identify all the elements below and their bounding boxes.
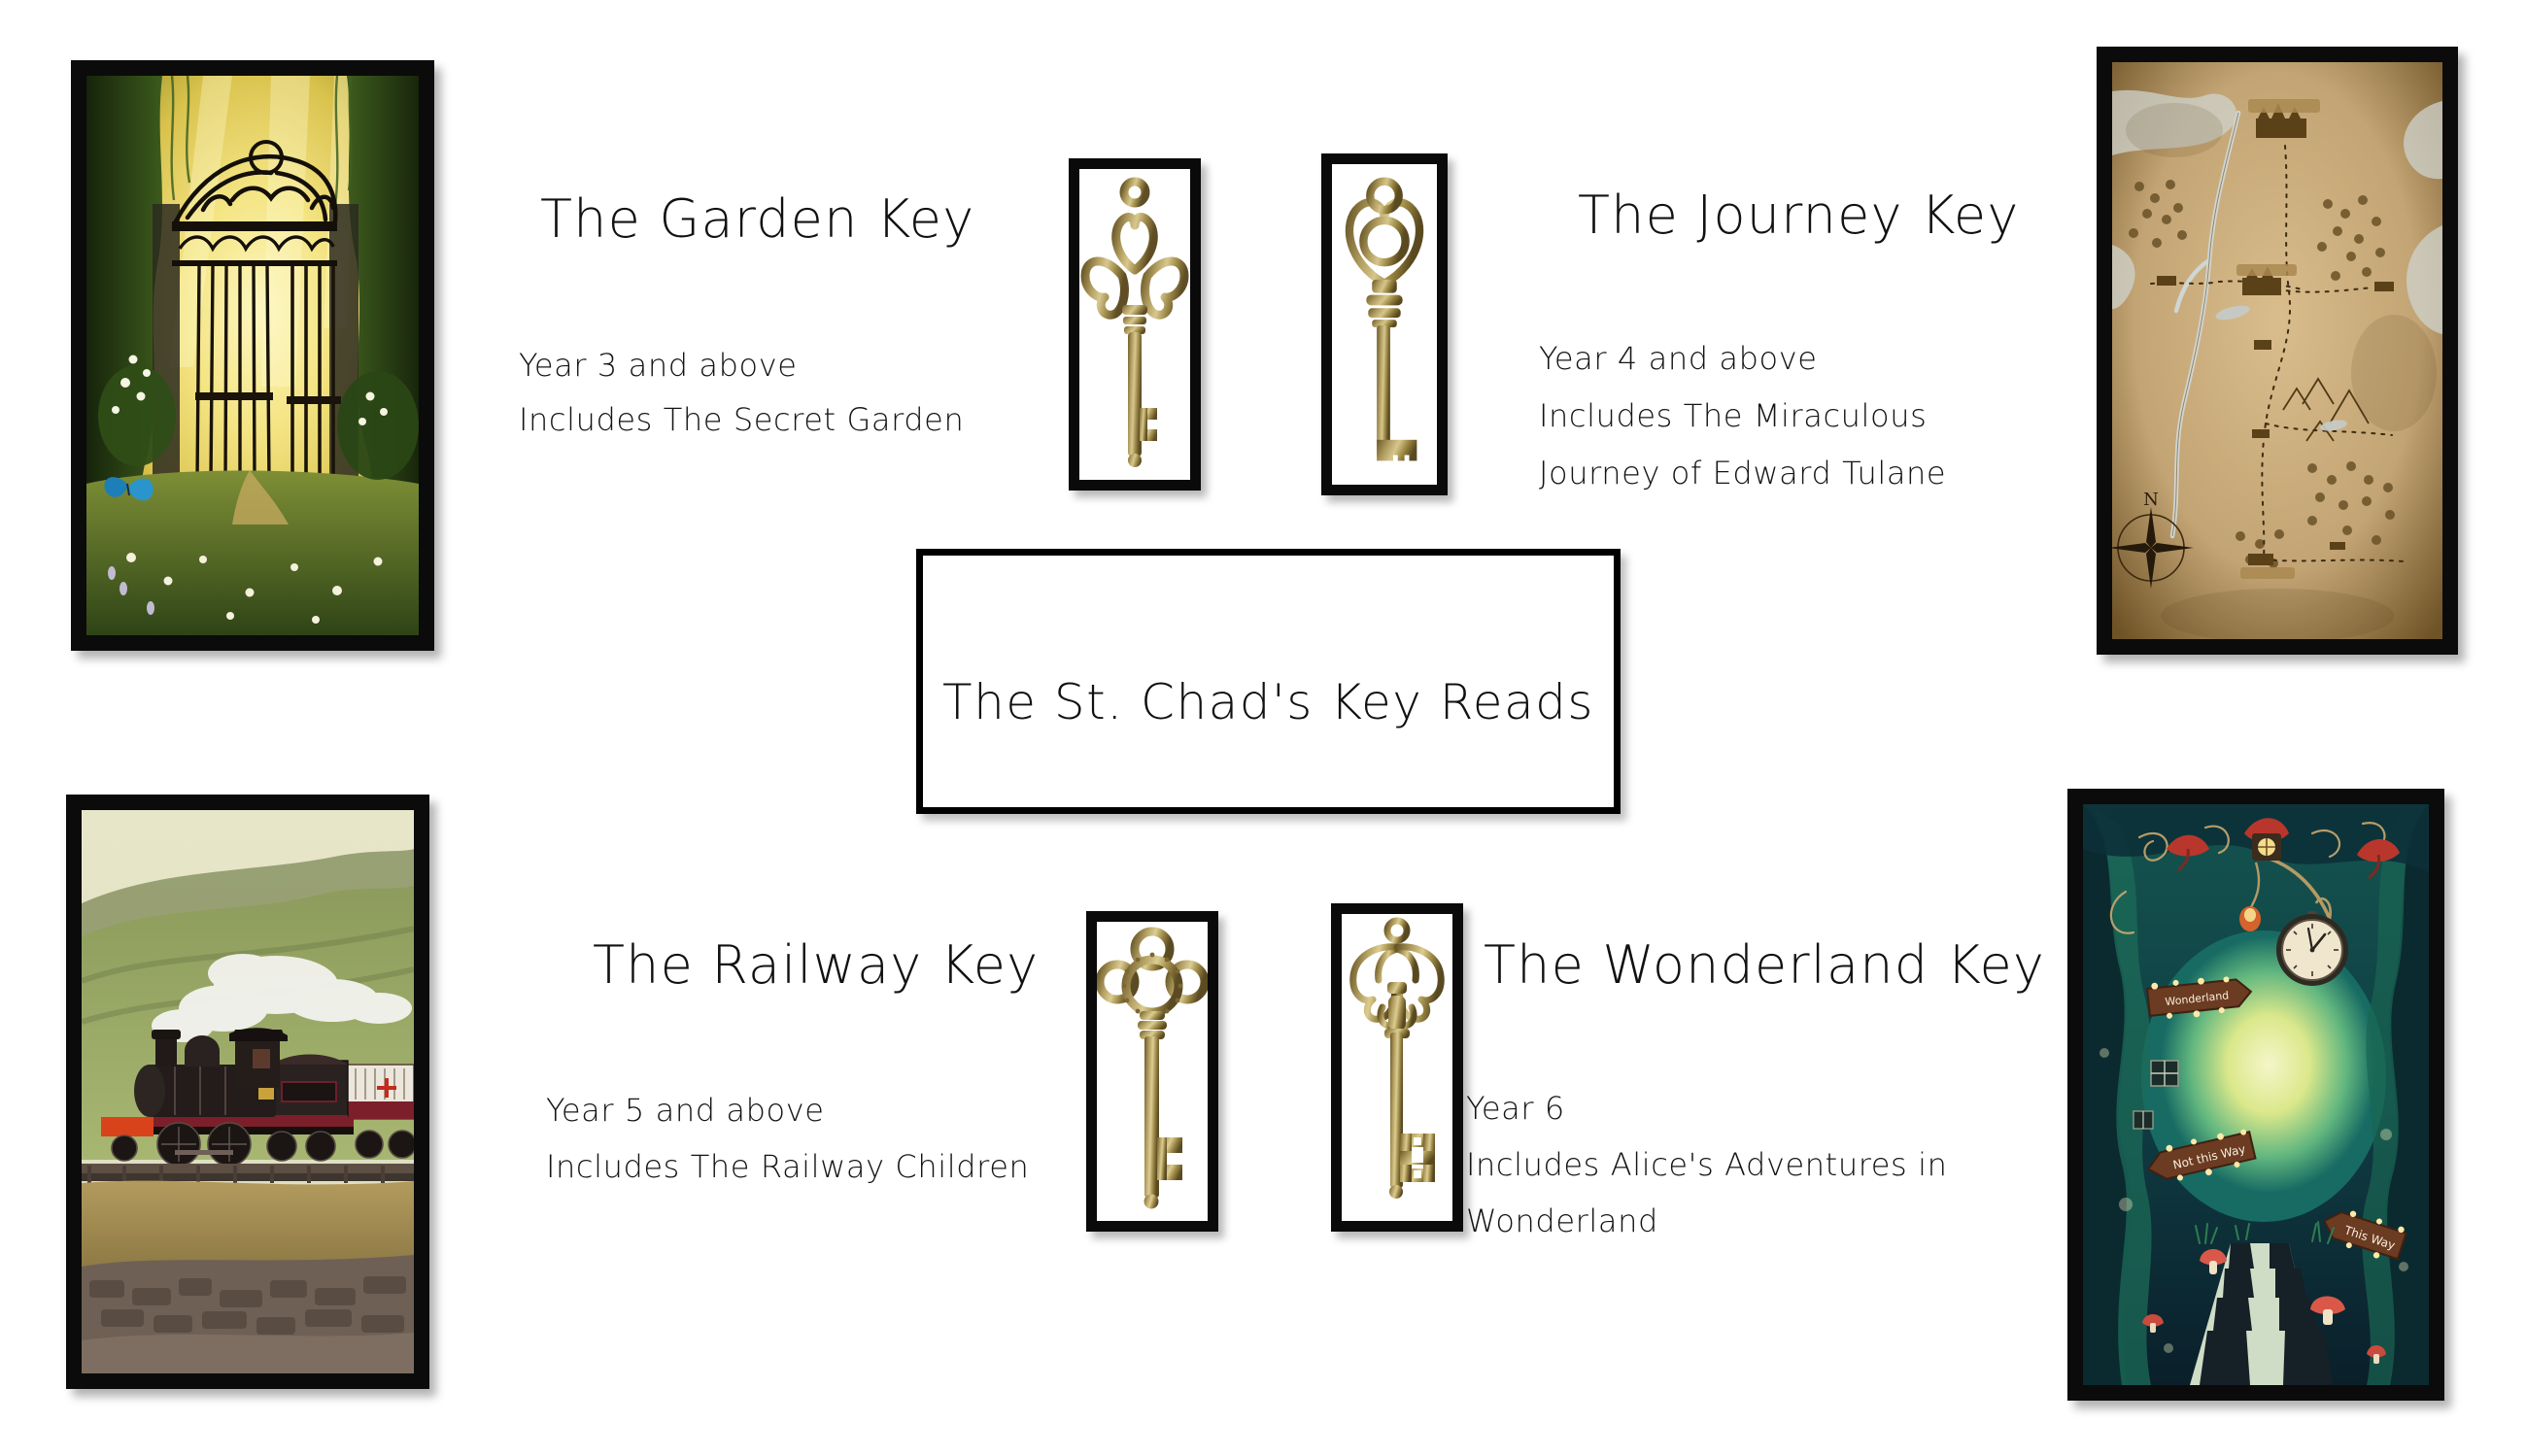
tree-house-icon: [2244, 818, 2289, 861]
wonderland-key-title: The Wonderland Key: [1484, 934, 2046, 996]
garden-key-year: Year 3 and above: [519, 347, 798, 384]
antique-trefoil-heart-key-icon: [1080, 177, 1189, 467]
toadstool-icons: [2142, 1249, 2386, 1364]
compass-north-label: N: [2143, 490, 2159, 510]
trunk-windows: [2133, 1060, 2179, 1130]
garden-key-frame: [1069, 158, 1201, 491]
journey-key-frame: [1321, 153, 1448, 495]
picture-mat: [86, 76, 419, 635]
antique-heart-bow-key-icon: [1345, 177, 1424, 462]
garden-key-details: Year 3 and above Includes The Secret Gar…: [519, 338, 964, 447]
key-mat: [1097, 922, 1208, 1221]
antique-ornate-fleur-key-icon: [1349, 917, 1445, 1199]
wonderland-key-year: Year 6: [1466, 1090, 1565, 1127]
secret-garden-gate-art: [86, 76, 419, 635]
pocket-watch-icon: [2276, 911, 2348, 986]
wonderland-forest-frame: Wonderland Not this Way: [2067, 789, 2444, 1401]
signpost-this-way: This Way: [2323, 1210, 2407, 1261]
wonderland-key-frame: [1331, 903, 1463, 1232]
railway-key-details: Year 5 and above Includes The Railway Ch…: [546, 1082, 1029, 1195]
railway-key-frame: [1086, 911, 1218, 1232]
compass-rose-icon: N: [2112, 490, 2194, 589]
key-mat: [1342, 914, 1452, 1221]
picture-mat: Wonderland Not this Way: [2083, 804, 2429, 1385]
garden-key-title: The Garden Key: [540, 188, 975, 250]
butterfly-icon: [104, 477, 154, 501]
railway-key-title: The Railway Key: [593, 934, 1040, 996]
journey-key-title: The Journey Key: [1578, 185, 2020, 246]
journey-key-book-line1: Includes The Miraculous: [1539, 397, 1928, 434]
garden-key-book: Includes The Secret Garden: [519, 401, 965, 438]
key-mat: [1079, 169, 1190, 480]
key-mat: [1332, 164, 1437, 485]
railway-key-book: Includes The Railway Children: [546, 1148, 1030, 1185]
fantasy-treasure-map-frame: N: [2097, 47, 2458, 655]
steam-locomotive-frame: [66, 795, 429, 1389]
signpost-not-this-way: Not this Way: [2146, 1129, 2257, 1181]
secret-garden-gate-frame: [71, 60, 434, 651]
center-banner: The St. Chad's Key Reads: [916, 549, 1621, 814]
journey-key-details: Year 4 and above Includes The Miraculous…: [1539, 330, 1946, 502]
center-banner-text: The St. Chad's Key Reads: [942, 674, 1594, 730]
wonderland-key-book-line1: Includes Alice's Adventures in: [1466, 1146, 1948, 1183]
journey-key-year: Year 4 and above: [1539, 340, 1818, 377]
journey-key-book-line2: Journey of Edward Tulane: [1539, 455, 1947, 491]
picture-mat: N: [2112, 62, 2442, 639]
railway-key-year: Year 5 and above: [546, 1092, 825, 1129]
signpost-wonderland: Wonderland: [2145, 976, 2253, 1019]
wonderland-key-book-line2: Wonderland: [1466, 1202, 1658, 1239]
wonderland-key-details: Year 6 Includes Alice's Adventures in Wo…: [1466, 1080, 1947, 1249]
antique-trefoil-ring-key-icon: [1097, 927, 1208, 1209]
steam-locomotive-art: [82, 810, 414, 1373]
wonderland-forest-art: Wonderland Not this Way: [2083, 804, 2429, 1385]
picture-mat: [82, 810, 414, 1373]
fantasy-treasure-map-art: N: [2112, 62, 2442, 639]
